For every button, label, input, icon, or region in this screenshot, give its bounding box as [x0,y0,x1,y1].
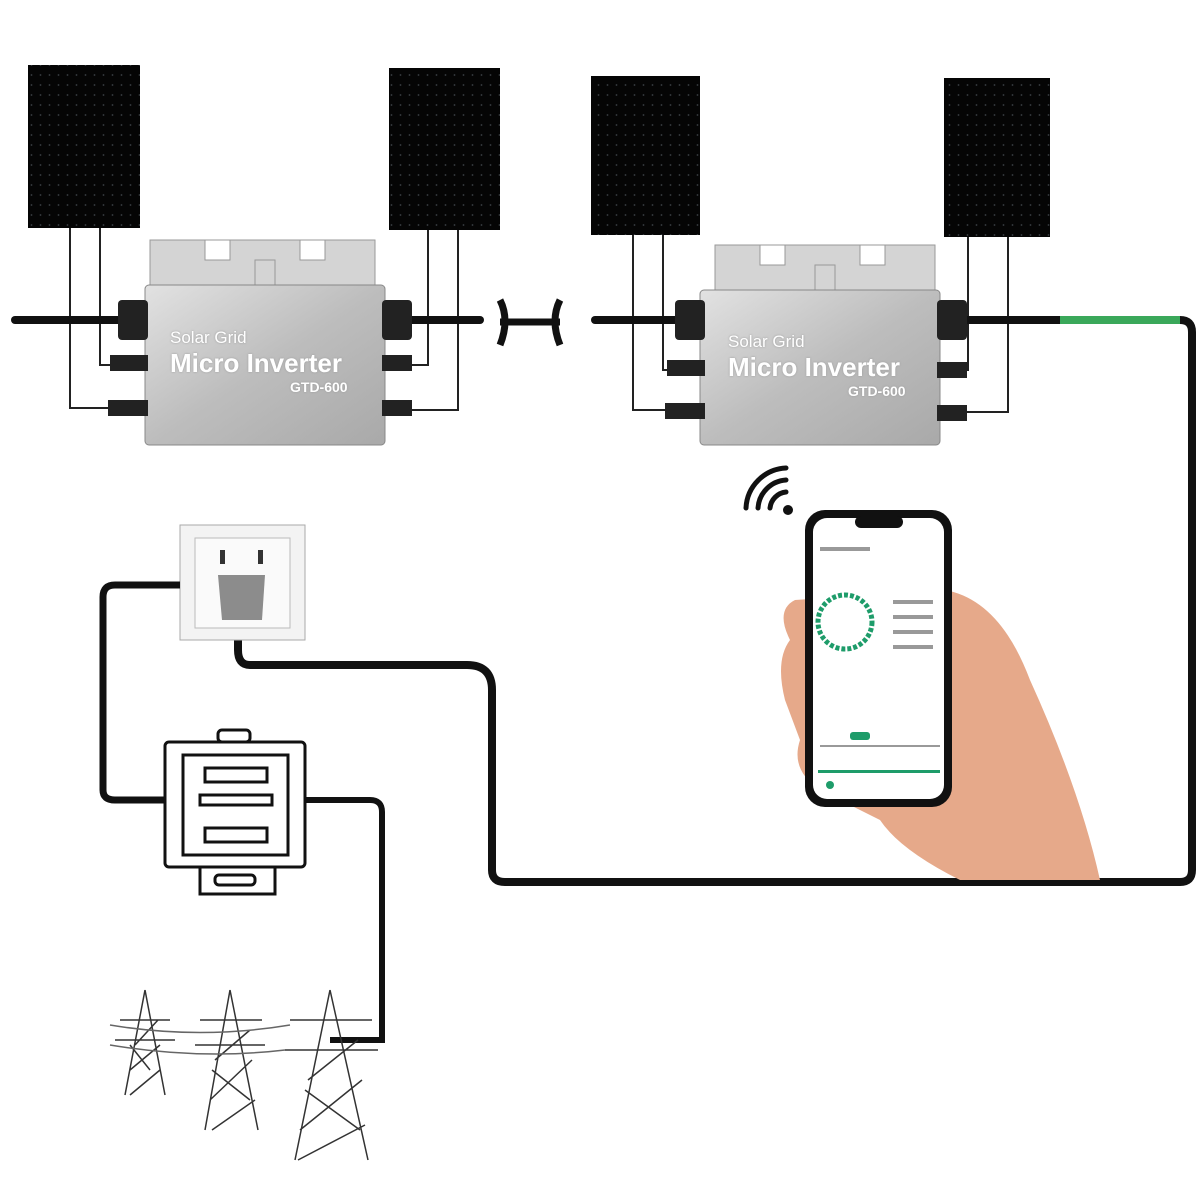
panel-leads [69,228,1009,413]
inverter-title: Micro Inverter [170,348,342,378]
micro-inverter-1 [108,239,412,446]
smartphone-icon [805,510,952,807]
inverter-model: GTD-600 [848,383,906,399]
inverter-1-label: Solar Grid Micro Inverter GTD-600 [170,328,348,395]
grid-feed-cable [305,797,385,1043]
solar-panel-icon [28,65,140,228]
power-tower-icon [109,989,378,1161]
inverter-title: Micro Inverter [728,352,900,382]
solar-panel-icon [591,76,700,235]
inverter-brand: Solar Grid [170,328,247,347]
inverter-2-label: Solar Grid Micro Inverter GTD-600 [728,332,906,399]
solar-panel-icon [944,78,1050,237]
wall-socket-icon [179,524,306,641]
micro-inverter-2 [665,244,967,446]
electric-meter-icon [163,728,307,896]
meter-feed-cable [99,581,180,804]
solar-panel-icon [389,68,500,230]
inverter-model: GTD-600 [290,379,348,395]
cable-break-icon [496,298,564,347]
wifi-icon [743,465,793,515]
inverter-brand: Solar Grid [728,332,805,351]
grid-return-cable [234,316,1196,886]
